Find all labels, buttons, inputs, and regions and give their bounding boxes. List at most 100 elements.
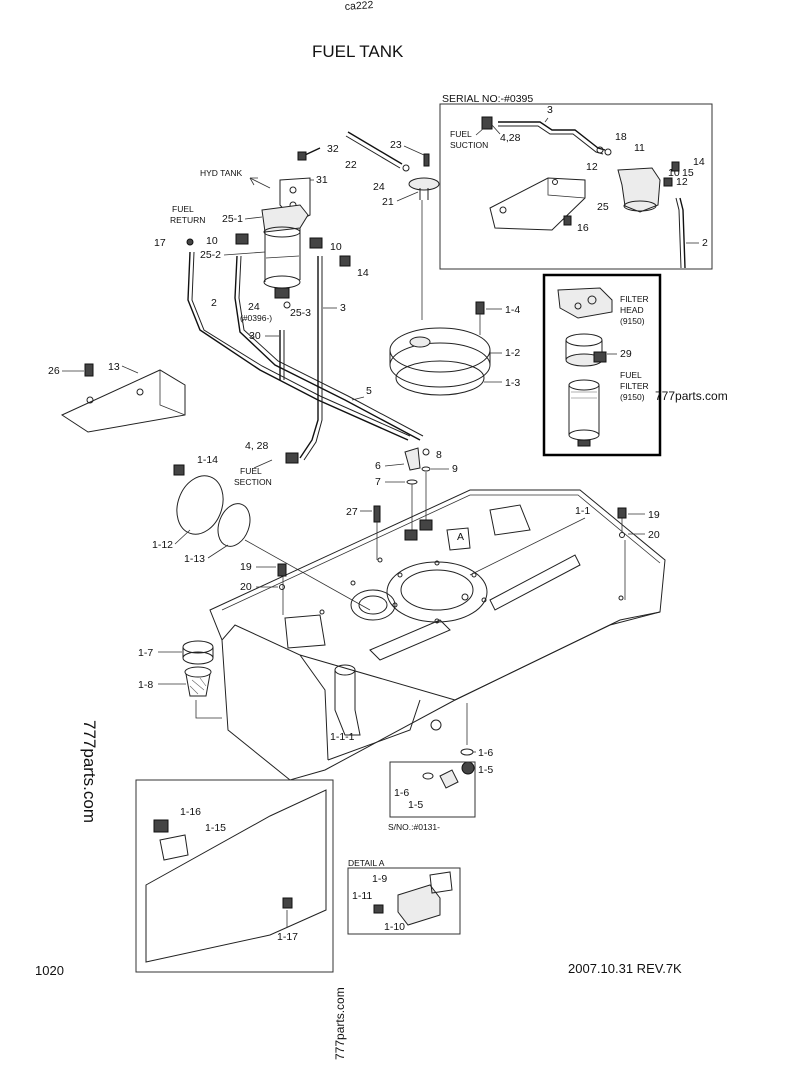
label-1-3: 1-3 xyxy=(505,377,520,389)
tank-opening-flange xyxy=(386,561,488,623)
sno-label-1-5: 1-5 xyxy=(408,799,423,811)
elbow-group: 8 6 9 7 xyxy=(375,447,458,541)
cover-1-12 xyxy=(176,475,224,535)
hose-5 xyxy=(234,255,421,441)
inset-label-4-28: 4,28 xyxy=(500,132,521,144)
revision-date: 2007.10.31 REV.7K xyxy=(568,961,682,976)
label-22: 22 xyxy=(345,159,357,171)
filter-inset-frame xyxy=(542,273,662,457)
label-26: 26 xyxy=(48,365,60,377)
page-number: 1020 xyxy=(35,963,64,978)
watermark-bottom: 777parts.com xyxy=(333,987,347,1060)
label-25-1: 25-1 xyxy=(222,213,243,225)
inset-label-2: 2 xyxy=(702,237,708,249)
label-21: 21 xyxy=(382,196,394,208)
fuel-filter-label-3: (9150) xyxy=(620,392,645,402)
label-2: 2 xyxy=(211,297,217,309)
part-21 xyxy=(408,177,440,191)
filter-head-label-2: HEAD xyxy=(620,305,644,315)
label-1-7: 1-7 xyxy=(138,647,153,659)
cut-header-text: ca222 xyxy=(344,0,374,13)
label-25-2: 25-2 xyxy=(200,249,221,261)
page-title: FUEL TANK xyxy=(312,42,404,61)
inset-label-15: 15 xyxy=(682,167,694,179)
hyd-tank-label: HYD TANK xyxy=(200,168,243,178)
label-10a: 10 xyxy=(206,235,218,247)
fuel-filter-label-2: FILTER xyxy=(620,381,649,391)
label-1-2: 1-2 xyxy=(505,347,520,359)
label-4-28: 4, 28 xyxy=(245,440,269,452)
tank-lid-group: 1-4 1-2 1-3 xyxy=(389,301,520,396)
label-1-5: 1-5 xyxy=(478,764,493,776)
watermark-right: 777parts.com xyxy=(655,389,728,403)
fill-neck-1-1-1 xyxy=(334,670,361,736)
inset-label-12b: 12 xyxy=(676,176,688,188)
label-31: 31 xyxy=(316,174,328,186)
label-25-3: 25-3 xyxy=(290,307,311,319)
gasket-1-13 xyxy=(217,503,251,547)
label-9: 9 xyxy=(452,463,458,475)
sno-inset: 1-6 1-5 S/NO.:#0131- xyxy=(388,761,476,832)
inset-hose xyxy=(679,197,686,269)
label-23: 23 xyxy=(390,139,402,151)
detail-label-1-9: 1-9 xyxy=(372,873,387,885)
label-1-1-1: 1-1-1 xyxy=(330,731,355,743)
label-24b: 24 xyxy=(248,301,260,313)
bracket-13-group: 26 13 xyxy=(48,361,186,433)
sno-inset-frame xyxy=(389,761,476,818)
sno-caption: S/NO.:#0131- xyxy=(388,822,440,832)
inset-label-3: 3 xyxy=(547,104,553,116)
inset-label-12a: 12 xyxy=(586,161,598,173)
serial-inset: SERIAL NO:-#0395 FUEL SUCTION 3 4,28 18 … xyxy=(439,93,713,270)
hose-2 xyxy=(187,251,409,441)
label-20b: 20 xyxy=(240,581,252,593)
detail-a-inset: DETAIL A 1-9 1-11 1-10 xyxy=(347,858,461,935)
label-19a: 19 xyxy=(648,509,660,521)
label-24a: 24 xyxy=(373,181,385,193)
strainer-1-8 xyxy=(185,673,211,697)
blf-label-1-16: 1-16 xyxy=(180,806,201,818)
label-30: 30 xyxy=(249,330,261,342)
label-17: 17 xyxy=(154,237,166,249)
label-7: 7 xyxy=(375,476,381,488)
bottom-left-inset: 1-16 1-15 1-17 xyxy=(135,779,334,973)
filter-head-shape xyxy=(557,287,613,319)
inset-label-10: 10 xyxy=(668,167,680,179)
label-8: 8 xyxy=(436,449,442,461)
label-1-8: 1-8 xyxy=(138,679,153,691)
bottom-left-inset-frame xyxy=(135,779,334,973)
label-13: 13 xyxy=(108,361,120,373)
serial-inset-pipe xyxy=(498,121,606,151)
filter-assembly: HYD TANK 31 32 25-1 25-2 10 10 FUEL RETU… xyxy=(154,143,424,487)
serial-inset-caption: SERIAL NO:-#0395 xyxy=(442,93,533,105)
label-14: 14 xyxy=(357,267,369,279)
serial-note-0396: (#0396-) xyxy=(240,313,272,323)
inset-label-18: 18 xyxy=(615,131,627,143)
fuel-return-2: RETURN xyxy=(170,215,205,225)
label-32: 32 xyxy=(327,143,339,155)
serial-inset-frame xyxy=(439,103,713,270)
label-A: A xyxy=(457,531,464,543)
inset-label-11: 11 xyxy=(634,142,645,154)
bracket-13 xyxy=(60,369,186,433)
fuel-section-1: FUEL xyxy=(240,466,262,476)
inset-fuel-suction-2: SUCTION xyxy=(450,140,488,150)
filter-head-label-3: (9150) xyxy=(620,316,645,326)
blf-label-1-17: 1-17 xyxy=(277,931,298,943)
filter-head-label-1: FILTER xyxy=(620,294,649,304)
label-10b: 10 xyxy=(330,241,342,253)
label-27: 27 xyxy=(346,506,358,518)
label-3: 3 xyxy=(340,302,346,314)
filter-part-29: 29 xyxy=(620,348,632,360)
fuel-return-1: FUEL xyxy=(172,204,194,214)
fuel-filter-label-1: FUEL xyxy=(620,370,642,380)
label-1-1: 1-1 xyxy=(575,505,590,517)
label-1-14: 1-14 xyxy=(197,454,218,466)
inset-label-16: 16 xyxy=(577,222,589,234)
pipe-22 xyxy=(347,131,403,165)
label-1-6: 1-6 xyxy=(478,747,493,759)
detail-a-frame xyxy=(347,867,461,935)
blf-label-1-15: 1-15 xyxy=(205,822,226,834)
detail-label-1-11: 1-11 xyxy=(352,890,372,902)
